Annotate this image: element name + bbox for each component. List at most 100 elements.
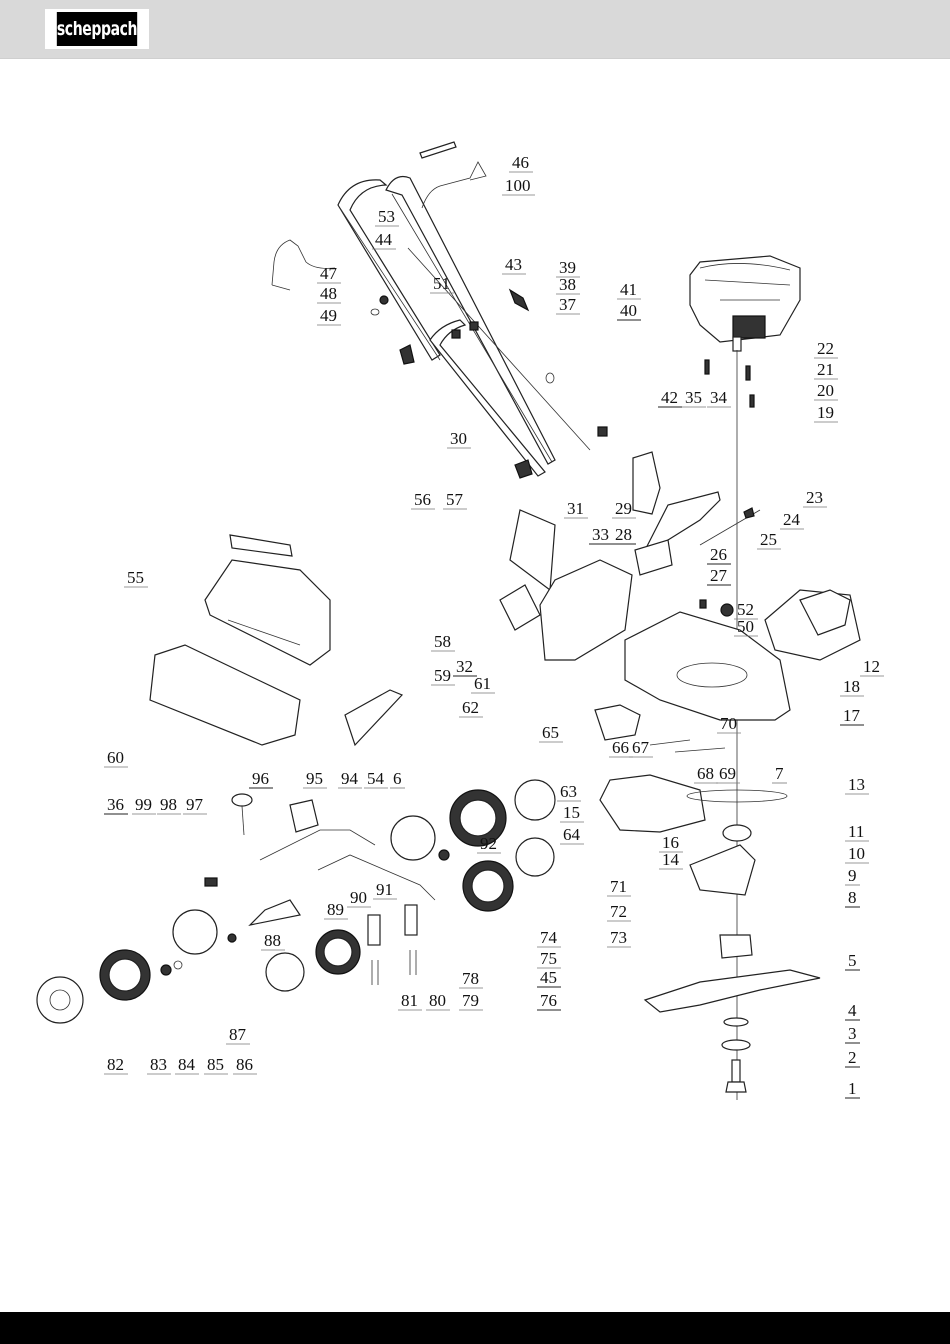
part-callout-31: 31 [564, 499, 588, 518]
part-27 [700, 600, 706, 608]
bolt-21 [746, 366, 750, 380]
part-callout-88: 88 [261, 931, 285, 950]
part-number-label: 25 [760, 530, 777, 549]
engine-recoil [733, 316, 765, 338]
part-callout-73: 73 [607, 928, 631, 947]
part-callout-26: 26 [707, 545, 731, 564]
part-number-label: 7 [775, 764, 784, 783]
catcher-handle [230, 535, 292, 556]
part-number-label: 78 [462, 969, 479, 988]
part-callout-55: 55 [124, 568, 148, 587]
cable-clip-40 [546, 373, 554, 383]
hubcap-71 [516, 838, 554, 876]
part-callout-58: 58 [431, 632, 455, 651]
part-callout-85: 85 [204, 1055, 228, 1074]
hubcap-rear-right [515, 780, 555, 820]
spring-clip [400, 345, 414, 364]
bolt-1 [732, 1060, 740, 1082]
deck-housing [625, 612, 790, 720]
part-number-label: 3 [848, 1024, 857, 1043]
part-callout-74: 74 [537, 928, 561, 947]
part-callout-14: 14 [659, 850, 683, 869]
part-number-label: 49 [320, 306, 337, 325]
washer-49 [371, 309, 379, 315]
part-callout-60: 60 [104, 748, 128, 767]
washer-2 [722, 1040, 750, 1050]
part-number-label: 72 [610, 902, 627, 921]
part-callout-3: 3 [845, 1024, 860, 1043]
part-callout-57: 57 [443, 490, 467, 509]
page-footer [0, 1312, 950, 1344]
part-number-label: 42 [661, 388, 678, 407]
pulley-11 [723, 825, 751, 841]
part-number-label: 50 [737, 617, 754, 636]
part-callout-30: 30 [447, 429, 471, 448]
part-callout-7: 7 [772, 764, 787, 783]
part-number-label: 87 [229, 1025, 247, 1044]
part-number-label: 2 [848, 1048, 857, 1067]
part-callout-63: 63 [557, 782, 581, 801]
part-number-label: 54 [367, 769, 385, 788]
catcher-frame-55 [205, 560, 330, 665]
guard-9 [690, 845, 755, 895]
part-number-label: 55 [127, 568, 144, 587]
part-number-label: 46 [512, 153, 529, 172]
hubcap-82 [37, 977, 83, 1023]
part-callout-2: 2 [845, 1048, 860, 1067]
part-number-label: 68 [697, 764, 714, 783]
catcher-bag-60 [150, 645, 300, 745]
brand-logo: scheppach [45, 9, 149, 49]
bracket-26 [635, 540, 672, 575]
part-number-label: 40 [620, 301, 637, 320]
part-number-label: 32 [456, 657, 473, 676]
knob-42 [598, 427, 607, 436]
washer-84 [174, 961, 182, 969]
brand-name: scheppach [57, 12, 137, 46]
part-number-label: 44 [375, 230, 393, 249]
part-number-label: 95 [306, 769, 323, 788]
part-number-label: 34 [710, 388, 728, 407]
part-number-label: 59 [434, 666, 451, 685]
nut-48 [380, 296, 388, 304]
part-callout-4: 4 [845, 1001, 860, 1020]
part-callout-65: 65 [539, 723, 563, 742]
part-number-label: 12 [863, 657, 880, 676]
part-callout-38: 38 [556, 275, 580, 294]
hubcap-front-left [266, 953, 304, 991]
bail-lever-100 [422, 162, 486, 208]
knob-a [452, 330, 460, 338]
part-number-label: 97 [186, 795, 204, 814]
part-callout-13: 13 [845, 775, 869, 794]
part-number-label: 36 [107, 795, 124, 814]
part-number-label: 33 [592, 525, 609, 544]
part-callout-100: 100 [502, 176, 535, 195]
part-number-label: 30 [450, 429, 467, 448]
part-callout-62: 62 [459, 698, 483, 717]
crank-shaft [733, 337, 741, 351]
part-number-label: 71 [610, 877, 627, 896]
part-number-label: 23 [806, 488, 823, 507]
part-number-label: 81 [401, 991, 418, 1010]
part-callout-44: 44 [372, 230, 396, 249]
part-callout-96: 96 [249, 769, 273, 788]
part-number-label: 27 [710, 566, 728, 585]
part-number-label: 19 [817, 403, 834, 422]
part-callout-19: 19 [814, 403, 838, 422]
part-number-label: 83 [150, 1055, 167, 1074]
part-callout-81: 81 [398, 991, 422, 1010]
part-callout-69: 69 [716, 764, 740, 783]
part-number-label: 91 [376, 880, 393, 899]
part-number-label: 43 [505, 255, 522, 274]
part-callout-71: 71 [607, 877, 631, 896]
part-callout-90: 90 [347, 888, 371, 907]
part-number-label: 61 [474, 674, 491, 693]
part-number-label: 89 [327, 900, 344, 919]
part-callout-41: 41 [617, 280, 641, 299]
part-number-label: 79 [462, 991, 479, 1010]
part-number-label: 9 [848, 866, 857, 885]
part-number-label: 22 [817, 339, 834, 358]
part-callout-86: 86 [233, 1055, 257, 1074]
part-callout-15: 15 [560, 803, 584, 822]
part-number-label: 70 [720, 714, 737, 733]
handle-grip-46 [420, 142, 456, 158]
